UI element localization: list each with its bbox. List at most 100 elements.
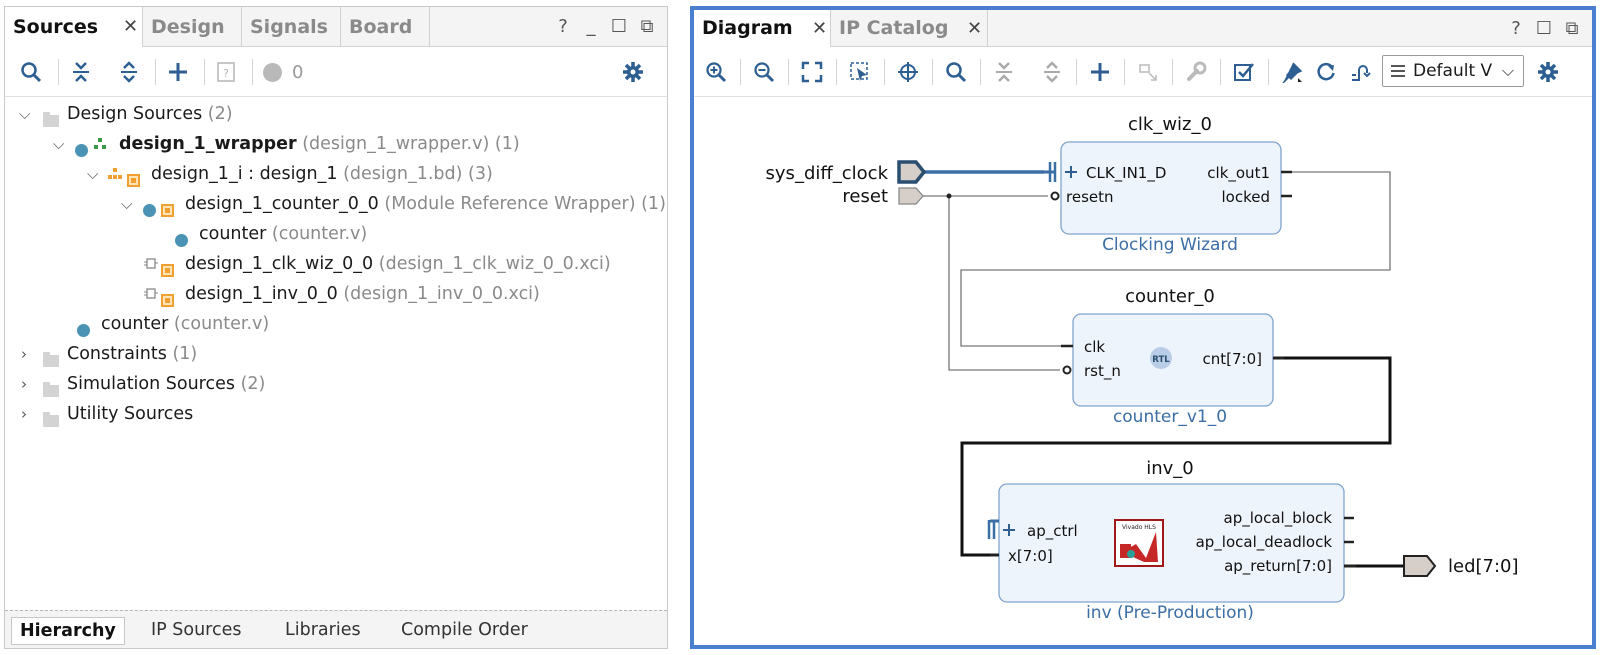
close-icon[interactable]: ✕ — [123, 16, 139, 37]
folder-icon — [43, 377, 59, 407]
pin-clk: clk — [1084, 338, 1105, 356]
settings-icon[interactable] — [1532, 56, 1564, 88]
tree-item-label: counter — [199, 224, 267, 244]
hierarchy-icon — [93, 129, 107, 169]
sources-toolbar: ? 0 — [5, 47, 667, 97]
search-icon[interactable] — [15, 56, 47, 88]
tree-item-label: counter — [101, 314, 169, 334]
diagram-toolbar: Default View ⌵ — [694, 47, 1592, 97]
float-icon[interactable]: ⧉ — [1565, 18, 1579, 39]
plus-icon[interactable] — [1065, 166, 1077, 178]
ip-block-icon — [161, 257, 174, 287]
tree-item-label: Utility Sources — [67, 404, 194, 424]
tree-item-count: (2) — [207, 104, 233, 124]
add-ip-icon[interactable] — [1084, 56, 1116, 88]
validate-icon[interactable] — [1228, 56, 1260, 88]
tab-libraries[interactable]: Libraries — [285, 620, 361, 640]
chevron-down-icon[interactable]: ⌵ — [87, 165, 99, 183]
tab-board[interactable]: Board — [341, 7, 430, 47]
autoconnect-icon[interactable] — [1276, 56, 1308, 88]
diagram-canvas[interactable]: sys_diff_clock reset led[7:0] clk_wiz_0 … — [694, 100, 1592, 645]
diagram-panel: Diagram ✕ IP Catalog ✕ ? ☐ ⧉ — [690, 6, 1596, 649]
pin-clk-in1-d: CLK_IN1_D — [1086, 164, 1166, 183]
tab-ip-sources[interactable]: IP Sources — [151, 620, 242, 640]
help-icon[interactable]: ? — [1511, 18, 1521, 39]
port-sys-diff-clock[interactable]: sys_diff_clock — [766, 160, 927, 184]
tree-item-detail: (design_1_inv_0_0.xci) — [343, 284, 540, 304]
collapse-all-icon[interactable] — [65, 56, 97, 88]
chevron-down-icon: ⌵ — [1493, 56, 1523, 86]
port-reset[interactable]: reset — [842, 186, 924, 207]
chevron-down-icon[interactable]: ⌵ — [19, 105, 31, 123]
minimize-icon[interactable]: _ — [586, 16, 596, 37]
maximize-icon[interactable]: ☐ — [610, 16, 628, 37]
list-icon — [1391, 65, 1405, 77]
tree-item-label: design_1_wrapper — [119, 134, 297, 154]
optimize-routing-icon[interactable] — [1344, 56, 1376, 88]
tree-item-label: design_1_clk_wiz_0_0 — [185, 254, 374, 274]
chevron-right-icon[interactable]: › — [21, 405, 27, 423]
center-icon[interactable] — [892, 56, 924, 88]
verilog-file-icon — [175, 227, 188, 257]
collapse-icon[interactable] — [988, 56, 1020, 88]
view-select[interactable]: Default View ⌵ — [1382, 55, 1524, 87]
tree-item-label: design_1_counter_0_0 — [185, 194, 379, 214]
tree-item-count: (1) — [494, 134, 520, 154]
tab-diagram[interactable]: Diagram ✕ — [694, 10, 831, 47]
help-icon[interactable]: ? — [558, 16, 568, 37]
tree-item-detail: (design_1.bd) — [343, 164, 463, 184]
panel-controls: ? ☐ ⧉ — [1502, 10, 1586, 47]
status-dot-icon — [263, 62, 282, 82]
add-icon[interactable] — [162, 56, 194, 88]
expand-all-icon[interactable] — [113, 56, 145, 88]
unknown-file-icon[interactable]: ? — [210, 56, 242, 88]
regenerate-icon[interactable] — [1310, 56, 1342, 88]
tree-item-label: Design Sources — [67, 104, 203, 124]
diagram-tabbar: Diagram ✕ IP Catalog ✕ ? ☐ ⧉ — [694, 10, 1592, 47]
tab-ip-catalog[interactable]: IP Catalog ✕ — [831, 10, 988, 47]
pin-ap-return: ap_return[7:0] — [1224, 557, 1332, 576]
customize-icon[interactable] — [1180, 56, 1212, 88]
pin-inverted-marker — [1062, 365, 1072, 375]
chevron-right-icon[interactable]: › — [21, 345, 27, 363]
fit-icon[interactable] — [796, 56, 828, 88]
port-led[interactable]: led[7:0] — [1403, 555, 1519, 577]
tab-signals[interactable]: Signals — [242, 7, 341, 47]
zoom-area-icon[interactable] — [844, 56, 876, 88]
tree-item-label: Simulation Sources — [67, 374, 236, 394]
search-icon[interactable] — [940, 56, 972, 88]
block-counter[interactable]: counter_0 clk rst_n RTL cnt[7:0] counter… — [1061, 286, 1284, 427]
zoom-in-icon[interactable] — [700, 56, 732, 88]
pin-rst-n: rst_n — [1084, 362, 1121, 381]
pin-ap-local-deadlock: ap_local_deadlock — [1196, 533, 1333, 552]
expand-icon[interactable] — [1036, 56, 1068, 88]
plus-icon[interactable] — [1003, 524, 1015, 536]
maximize-icon[interactable]: ☐ — [1535, 18, 1553, 39]
tab-sources[interactable]: Sources ✕ — [5, 7, 143, 48]
chevron-down-icon[interactable]: ⌵ — [53, 135, 65, 153]
tab-compile-order[interactable]: Compile Order — [401, 620, 528, 640]
make-external-icon[interactable] — [1132, 56, 1164, 88]
port-label: sys_diff_clock — [766, 163, 889, 184]
tab-design[interactable]: Design — [143, 7, 242, 47]
port-label: reset — [842, 186, 888, 207]
tab-hierarchy[interactable]: Hierarchy — [11, 617, 125, 645]
folder-icon — [43, 107, 59, 137]
chevron-down-icon[interactable]: ⌵ — [121, 195, 133, 213]
block-inv[interactable]: inv_0 ap_ctrl x[7:0] Vivado HLS ap_local… — [987, 458, 1356, 623]
float-icon[interactable]: ⧉ — [640, 16, 654, 37]
tab-label: Signals — [250, 16, 328, 38]
sources-panel: Sources ✕ Design Signals Board ? _ ☐ ⧉ — [4, 6, 668, 649]
tab-label: Board — [349, 16, 413, 38]
block-type-label: Clocking Wizard — [1102, 235, 1238, 255]
close-icon[interactable]: ✕ — [812, 18, 828, 39]
chevron-right-icon[interactable]: › — [21, 375, 27, 393]
tab-label: Sources — [13, 16, 99, 38]
verilog-file-icon — [143, 197, 156, 227]
close-icon[interactable]: ✕ — [967, 18, 983, 39]
zoom-out-icon[interactable] — [748, 56, 780, 88]
block-clk-wiz[interactable]: clk_wiz_0 CLK_IN1_D resetn clk_out1 lock… — [1044, 114, 1292, 255]
settings-icon[interactable] — [617, 56, 649, 88]
tree-item-detail: (counter.v) — [271, 224, 368, 244]
pin-ap-local-block: ap_local_block — [1224, 509, 1333, 528]
